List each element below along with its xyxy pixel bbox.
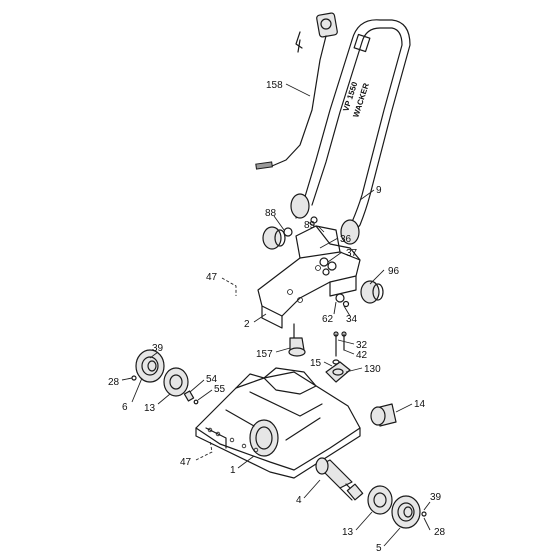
callout-42: 42 bbox=[356, 350, 368, 361]
callout-96: 96 bbox=[388, 266, 400, 277]
callout-15: 15 bbox=[310, 358, 322, 369]
callout-13-left: 13 bbox=[144, 403, 156, 414]
callout-1: 1 bbox=[230, 465, 236, 476]
callout-9: 9 bbox=[376, 185, 382, 196]
callout-89: 89 bbox=[304, 220, 316, 231]
callout-54: 54 bbox=[206, 374, 218, 385]
callout-28-right: 28 bbox=[434, 527, 446, 538]
lower-rubber-mount bbox=[288, 323, 306, 357]
callout-158: 158 bbox=[266, 80, 283, 91]
callout-62: 62 bbox=[322, 314, 334, 325]
callout-34: 34 bbox=[346, 314, 358, 325]
bearing-right bbox=[367, 485, 393, 515]
callout-2: 2 bbox=[244, 319, 250, 330]
callout-28-left: 28 bbox=[108, 377, 120, 388]
callout-5: 5 bbox=[376, 543, 382, 554]
cover-left bbox=[131, 349, 165, 383]
cover-right bbox=[391, 495, 427, 529]
shock-mounts-upper bbox=[262, 216, 384, 304]
handle-assembly: VP 1550 WACKER bbox=[290, 19, 411, 245]
callout-14: 14 bbox=[414, 399, 426, 410]
leader-lines bbox=[121, 83, 431, 547]
callout-36: 36 bbox=[340, 234, 352, 245]
callout-47-lower: 47 bbox=[180, 457, 192, 468]
callout-88: 88 bbox=[265, 208, 277, 219]
callout-4: 4 bbox=[296, 495, 302, 506]
callout-labels: 158 9 88 89 36 37 96 47 2 62 34 32 42 15… bbox=[108, 80, 446, 554]
callout-37: 37 bbox=[346, 248, 358, 259]
callout-39-right: 39 bbox=[430, 492, 442, 503]
callout-6: 6 bbox=[122, 402, 128, 413]
bearing-left bbox=[163, 367, 189, 397]
callout-32: 32 bbox=[356, 340, 368, 351]
plug-parts bbox=[183, 390, 199, 405]
guard-bracket bbox=[257, 225, 361, 329]
callout-55: 55 bbox=[214, 384, 226, 395]
callout-130: 130 bbox=[364, 364, 381, 375]
callout-39-left: 39 bbox=[152, 343, 164, 354]
callout-13-right: 13 bbox=[342, 527, 354, 538]
bracket-130 bbox=[325, 359, 351, 383]
callout-157: 157 bbox=[256, 349, 273, 360]
rubber-buffer bbox=[370, 403, 397, 427]
callout-47-upper: 47 bbox=[206, 272, 218, 283]
exciter-shaft bbox=[315, 457, 364, 501]
bolts bbox=[333, 331, 347, 357]
throttle-cable bbox=[255, 12, 338, 170]
